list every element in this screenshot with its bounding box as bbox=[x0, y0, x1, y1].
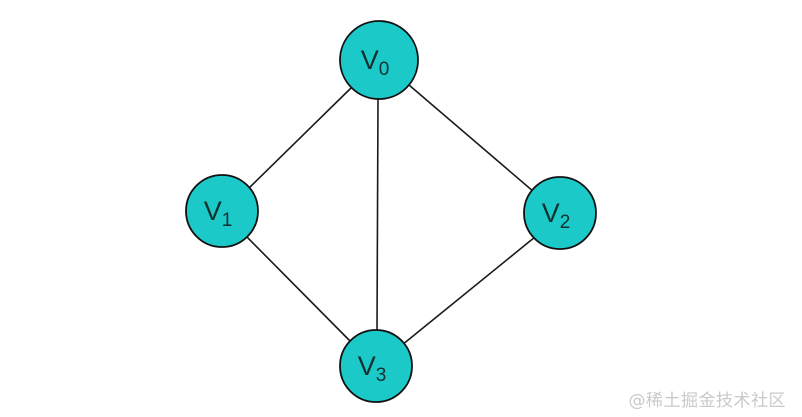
node-circle-v0[interactable] bbox=[339, 20, 419, 100]
node-circle-v2[interactable] bbox=[523, 176, 597, 250]
node-label-v2: V2 bbox=[542, 198, 571, 233]
graph-node-v2[interactable]: V2 bbox=[523, 176, 597, 250]
graph-node-v3[interactable]: V3 bbox=[339, 329, 413, 403]
edge-v0-v1 bbox=[247, 87, 352, 190]
watermark-label: @稀土掘金技术社区 bbox=[628, 391, 786, 411]
edge-v1-v3 bbox=[245, 235, 353, 344]
node-circle-v1[interactable] bbox=[185, 174, 259, 248]
edge-v0-v2 bbox=[408, 84, 535, 193]
graph-node-v0[interactable]: V0 bbox=[339, 20, 419, 100]
node-label-v0: V0 bbox=[361, 45, 390, 80]
node-circle-v3[interactable] bbox=[339, 329, 413, 403]
edges-group bbox=[245, 84, 536, 346]
edge-v0-v3 bbox=[376, 98, 379, 331]
node-label-v3: V3 bbox=[358, 351, 387, 386]
node-label-v1: V1 bbox=[204, 196, 233, 231]
edge-v2-v3 bbox=[401, 236, 536, 346]
graph-node-v1[interactable]: V1 bbox=[185, 174, 259, 248]
